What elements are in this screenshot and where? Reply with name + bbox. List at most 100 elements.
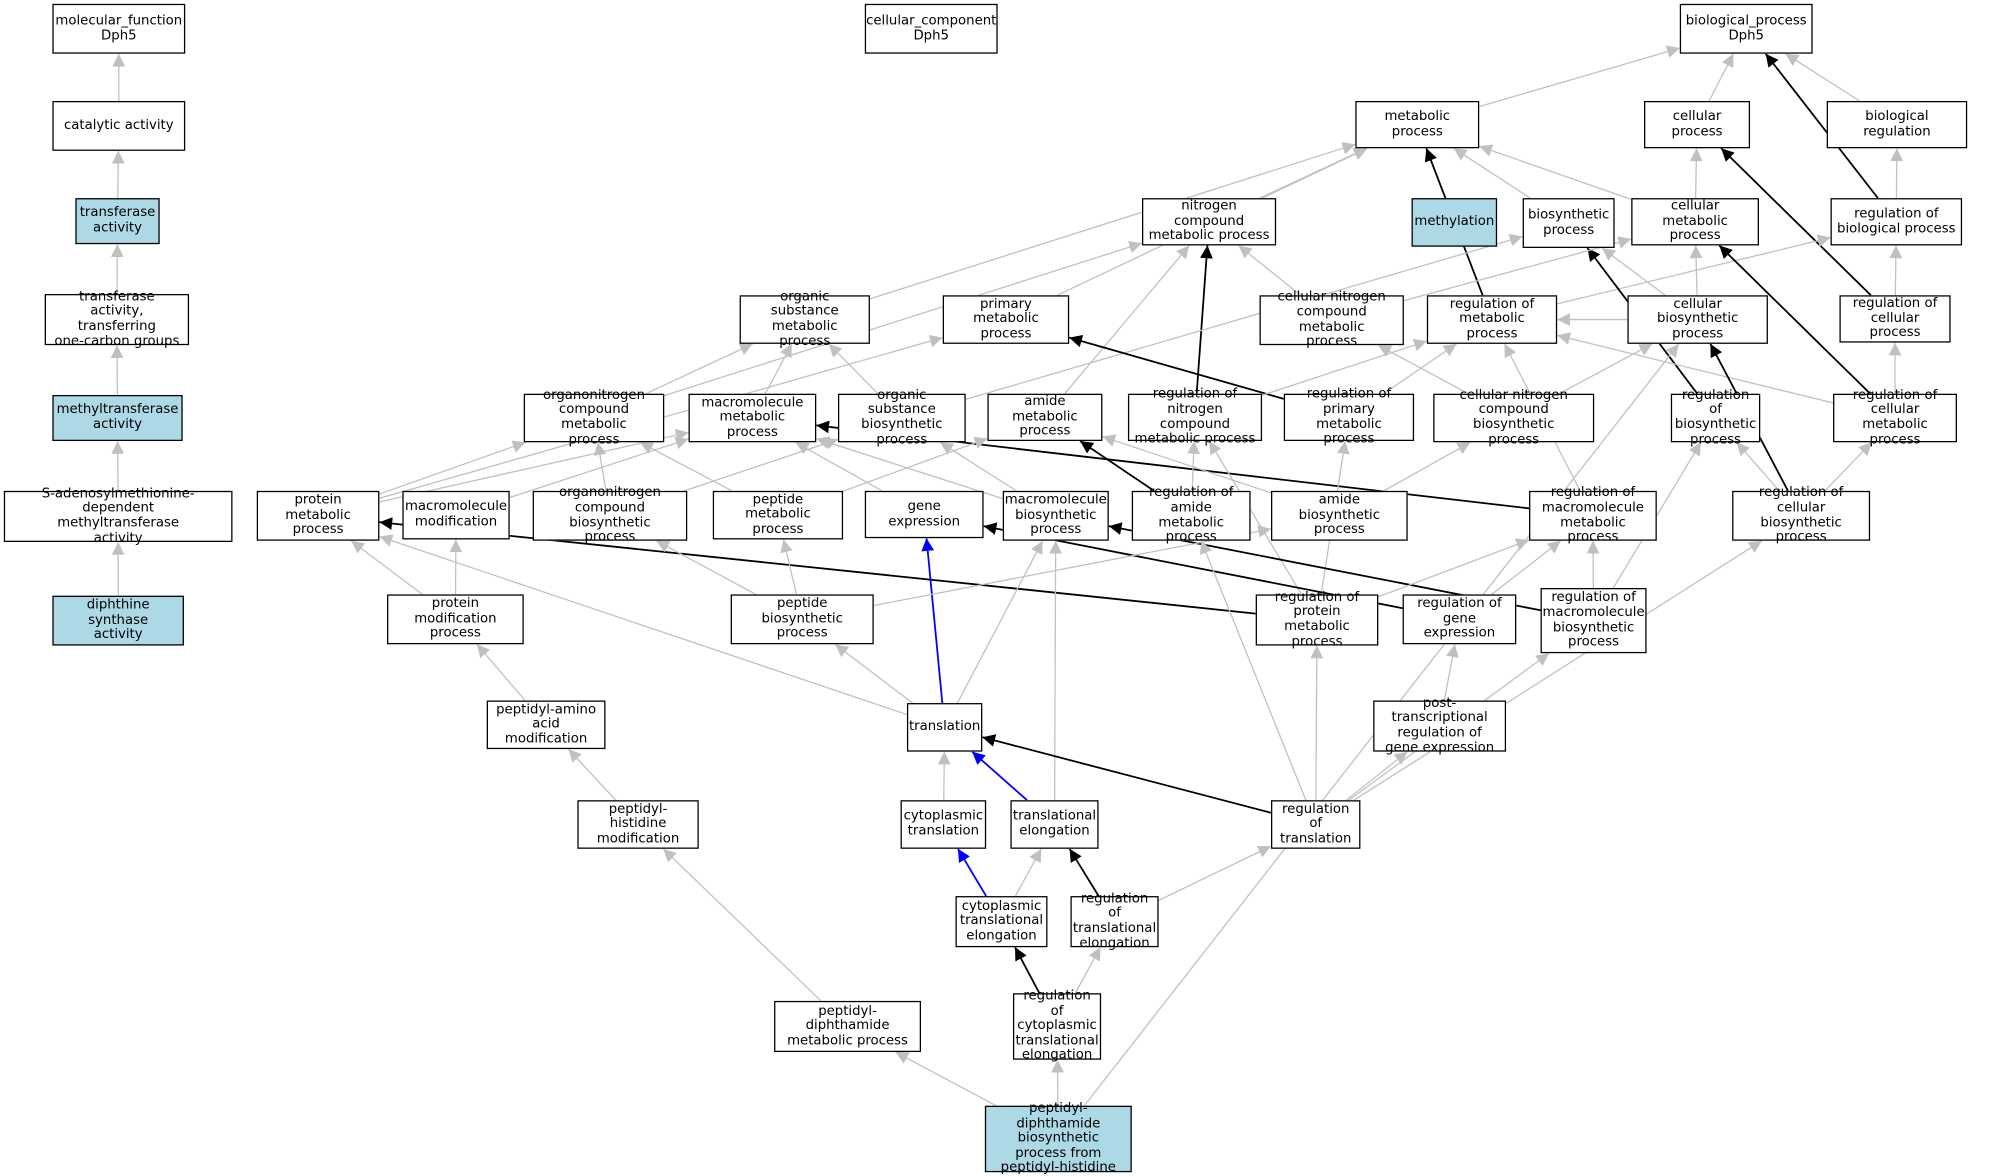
go-term-oncmp[interactable]: organonitrogen compound metabolic proces… [523,387,665,447]
edge-oncmp-to-ncmp [664,240,1143,397]
edge-rtr-to-ramp [1200,540,1307,801]
go-term-bioreg[interactable]: biological regulation [1826,100,1968,149]
go-term-mf[interactable]: molecular_function Dph5 [52,3,186,54]
go-term-mmbp[interactable]: macromolecule biosynthetic process [1002,490,1109,541]
edge-ramp-to-rncmp [1187,440,1201,491]
go-term-biosyn[interactable]: biosynthetic process [1522,198,1615,248]
go-term-tra[interactable]: transferase activity [75,198,160,245]
edge-rcp-to-rbp [1889,245,1903,296]
go-term-rbp[interactable]: regulation of biological process [1830,198,1963,246]
go-term-pmp[interactable]: primary metabolic process [942,295,1070,344]
edge-cbp-to-biosyn [1601,247,1666,296]
go-term-ctel[interactable]: cytoplasmic translational elongation [955,896,1048,948]
go-term-cellp[interactable]: cellular process [1644,100,1751,149]
go-term-ramp[interactable]: regulation of amide metabolic process [1131,485,1251,544]
edge-mmp-to-osmp [764,343,793,395]
edge-protmp-to-oncmp [379,440,526,495]
go-term-pepbp[interactable]: peptide biosynthetic process [730,594,874,645]
go-term-pmodp[interactable]: protein modification process [387,594,524,645]
edge-rtr-to-ptrge [1345,751,1408,801]
edge-rge-to-rmmp [1491,540,1562,595]
go-term-ptrge[interactable]: post-transcriptional regulation of gene … [1373,695,1507,755]
go-term-pdmp[interactable]: peptidyl-diphthamide metabolic process [774,1000,922,1053]
go-term-rcbp[interactable]: regulation of cellular biosynthetic proc… [1732,485,1871,544]
go-term-methyl[interactable]: methylation [1411,198,1498,247]
go-term-rmp[interactable]: regulation of metabolic process [1426,295,1558,344]
go-term-protmp[interactable]: protein metabolic process [256,490,380,541]
go-term-mta[interactable]: methyltransferase activity [52,394,183,442]
edge-pepmp-to-amp [842,436,988,492]
go-term-rmmbp[interactable]: regulation of macromolecule biosynthetic… [1540,588,1647,654]
go-term-ncmp[interactable]: nitrogen compound metabolic process [1141,198,1277,246]
edge-rpmp-to-pmp [1068,334,1285,400]
edge-osmp-to-meta [869,142,1356,300]
edge-ctr-to-trans [937,751,951,801]
go-term-rmmp[interactable]: regulation of macromolecule metabolic pr… [1529,485,1657,544]
edge-rncmp-to-rmp [1261,338,1428,396]
edge-rprmp-to-protmp [379,517,1256,615]
go-term-dsa[interactable]: diphthine synthase activity [52,595,184,646]
go-term-pepmp[interactable]: peptide metabolic process [712,490,844,540]
go-term-osbp[interactable]: organic substance biosynthetic process [837,387,966,447]
go-term-cat[interactable]: catalytic activity [52,100,186,151]
edge-osbp-to-osmp [828,343,879,395]
go-term-amp[interactable]: amide metabolic process [987,393,1103,442]
go-term-phm[interactable]: peptidyl-histidine modification [577,800,699,849]
go-term-abp[interactable]: amide biosynthetic process [1271,490,1408,541]
edge-mmbp-to-osbp [939,441,1017,492]
go-term-cmp[interactable]: cellular metabolic process [1631,198,1759,246]
go-term-pdbp[interactable]: peptidyl-diphthamide biosynthetic proces… [984,1101,1132,1175]
go-term-rge[interactable]: regulation of gene expression [1402,594,1517,645]
go-term-cncbp[interactable]: cellular nitrogen compound biosynthetic … [1433,387,1595,447]
go-term-osmp[interactable]: organic substance metabolic process [739,289,870,348]
edge-trans-to-mmbp [956,540,1044,704]
edge-rcbp-to-rcmp [1824,441,1873,492]
go-term-mmp[interactable]: macromolecule metabolic process [688,393,817,443]
edge-cncmp-to-cmp [1403,236,1632,302]
go-term-rcmp[interactable]: regulation of cellular metabolic process [1833,387,1957,447]
edge-rtel-to-tel [1068,848,1100,897]
edge-trans-to-gexp [921,538,944,704]
edge-tra-to-cat [111,150,125,199]
go-term-rtel[interactable]: regulation of translational elongation [1070,891,1159,950]
go-term-gexp[interactable]: gene expression [864,490,984,539]
go-term-rctel[interactable]: regulation of cytoplasmic translational … [1012,988,1102,1063]
go-term-sam[interactable]: S-adenosylmethionine-dependent methyltra… [3,486,233,545]
go-term-cncmp[interactable]: cellular nitrogen compound metabolic pro… [1259,290,1404,349]
go-term-tel[interactable]: translational elongation [1010,800,1099,849]
go-term-rprmp[interactable]: regulation of protein metabolic process [1255,589,1379,649]
go-term-bp[interactable]: biological_process Dph5 [1679,3,1813,54]
go-term-mmod[interactable]: macromolecule modification [402,490,510,540]
edge-oncbp-to-oncmp [593,442,607,491]
edge-oncmp-to-osmp [645,343,754,395]
go-term-ctr[interactable]: cytoplasmic translation [900,800,987,849]
go-term-rncmp[interactable]: regulation of nitrogen compound metaboli… [1127,387,1263,446]
edge-pepbp-to-abp [873,525,1272,607]
edge-rcmp-to-cmp [1718,244,1871,395]
edge-rmp-to-rbp [1557,234,1831,305]
go-term-pam[interactable]: peptidyl-amino acid modification [486,700,606,750]
go-term-trans[interactable]: translation [906,703,983,752]
go-term-meta[interactable]: metabolic process [1355,100,1480,149]
go-term-trc[interactable]: transferase activity, transferring one-c… [44,289,190,348]
edge-cmp-to-cellp [1689,148,1703,199]
edge-ptrge-to-rge [1443,644,1459,701]
edge-pepmp-to-oncmp [639,441,733,492]
edge-abp-to-amp [1102,434,1272,494]
go-term-oncbp[interactable]: organonitrogen compound biosynthetic pro… [532,485,688,544]
go-term-rcp[interactable]: regulation of cellular process [1839,295,1951,343]
edge-rctel-to-rtel [1074,946,1102,994]
edge-rbp-to-bp [1764,53,1879,199]
go-term-rbsp[interactable]: regulation of biosynthetic process [1670,387,1761,447]
edge-pam-to-pmodp [476,643,526,701]
edge-cmp-to-meta [1479,144,1632,201]
edge-ramp-to-amp [1079,440,1155,492]
go-term-cc[interactable]: cellular_component Dph5 [864,3,998,54]
go-term-rpmp[interactable]: regulation of primary metabolic process [1283,387,1415,446]
edge-rprmp-to-rmmp [1378,538,1530,598]
edge-rpmp-to-rmp [1383,343,1457,395]
go-term-rtr[interactable]: regulation of translation [1271,800,1361,849]
go-term-cbp[interactable]: cellular biosynthetic process [1627,295,1768,344]
edge-rctel-to-ctel [1014,946,1041,994]
